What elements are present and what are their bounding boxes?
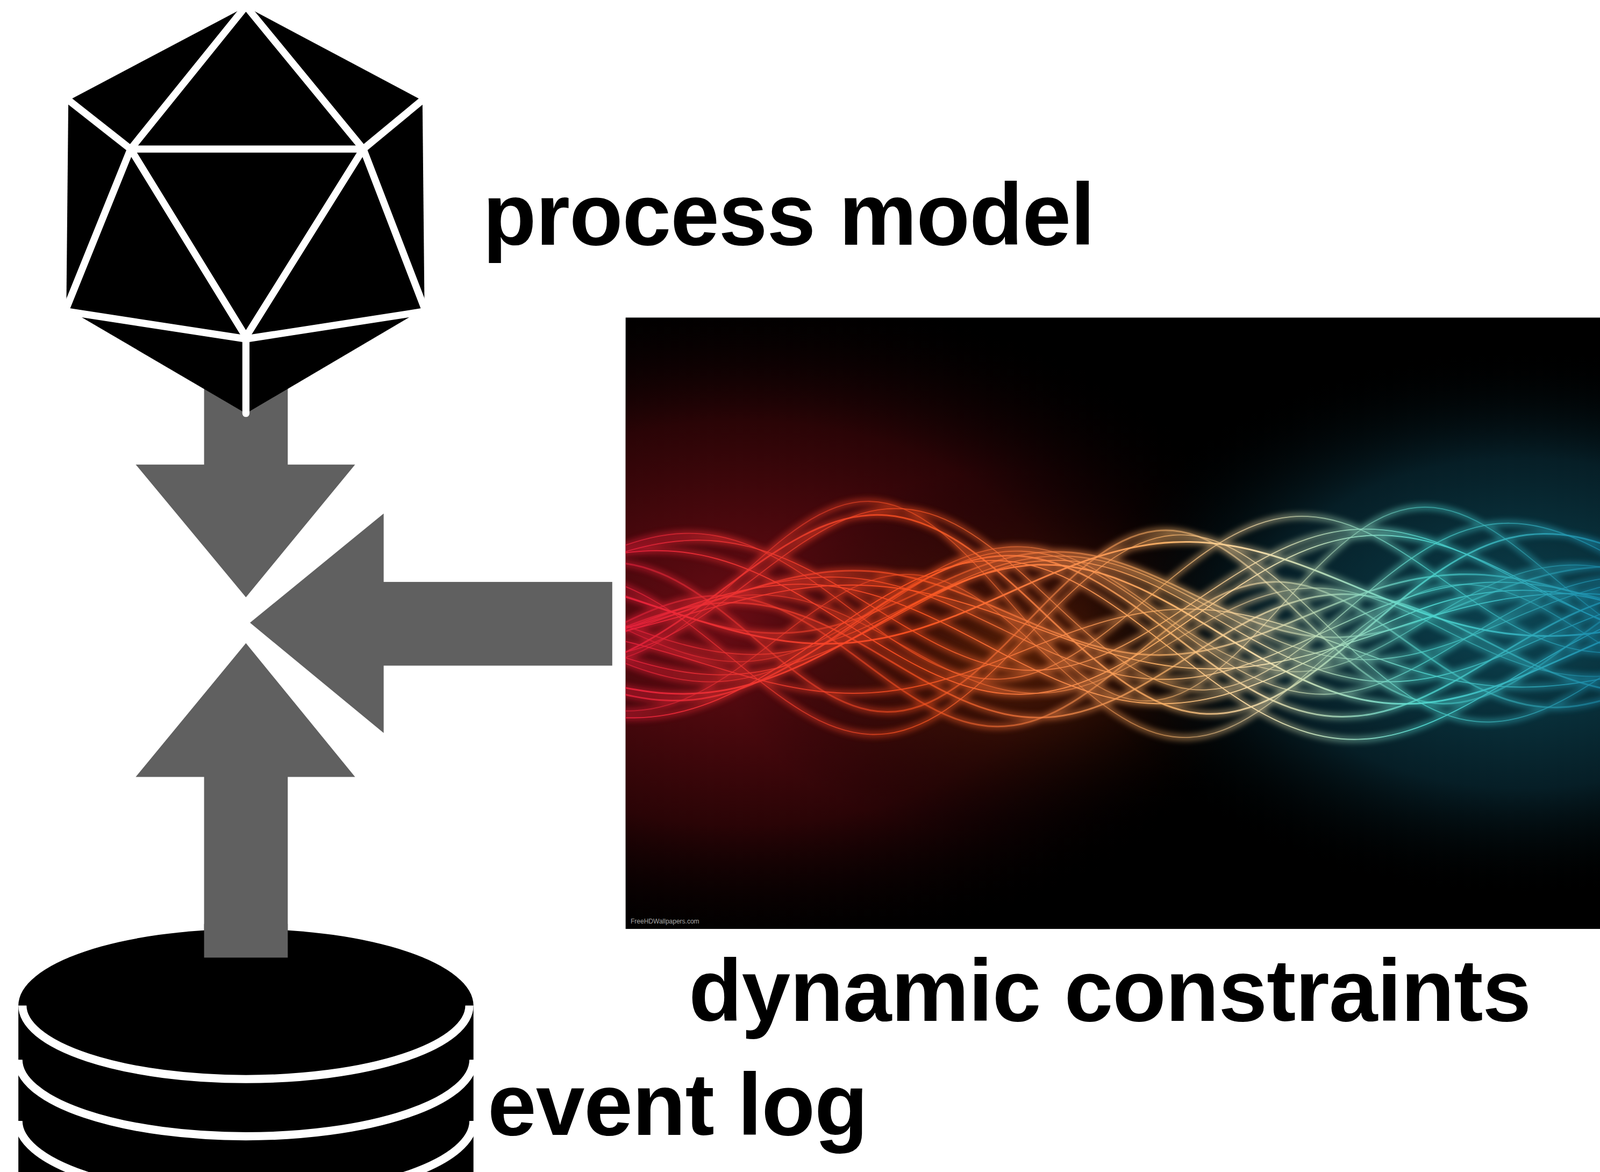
light-wave (625, 574, 1600, 738)
light-wave (625, 576, 1600, 680)
node-label: process model (482, 170, 1097, 259)
light-wave (625, 564, 1600, 704)
light-wave-glow (625, 583, 1600, 704)
node-label: dynamic constraints (688, 946, 1534, 1034)
caption-text: process model (482, 170, 1097, 259)
light-wave (625, 530, 1600, 712)
node-label: event log (487, 1060, 870, 1148)
light-wave (625, 534, 1600, 734)
light-wave (625, 529, 1600, 671)
light-wave (625, 560, 1600, 682)
watermark: FreeHDWallpapers.com (630, 917, 700, 925)
wallpaper-image (625, 317, 1600, 929)
database-icon (18, 923, 474, 1172)
light-wave (625, 583, 1600, 704)
light-wave (625, 501, 1600, 701)
light-wave (625, 514, 1600, 714)
light-wave (625, 516, 1600, 680)
converging-arrows (135, 305, 612, 957)
light-wave (625, 546, 1600, 672)
caption-text: dynamic constraints (688, 946, 1534, 1034)
light-wave (625, 555, 1600, 717)
caption-text: event log (487, 1060, 870, 1148)
light-wave (625, 555, 1600, 660)
icosahedron-icon (64, 2, 427, 414)
light-wave (625, 581, 1600, 727)
light-wave (625, 594, 1600, 718)
light-wave (625, 541, 1600, 644)
